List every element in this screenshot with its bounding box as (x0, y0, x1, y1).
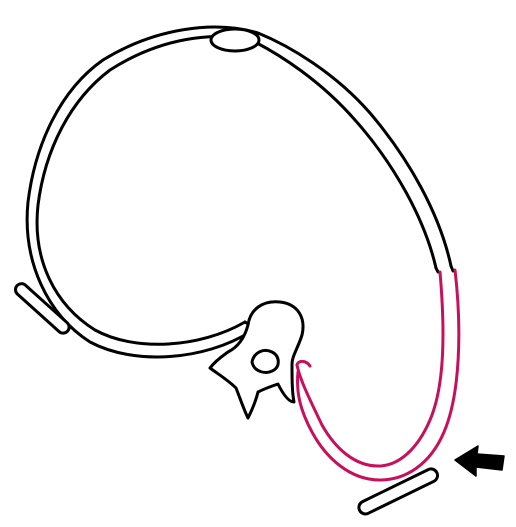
highlighted-segment-outer (295, 270, 445, 468)
pointer-arrow-icon (454, 445, 505, 477)
ring-tube-outer-line (35, 35, 438, 346)
transition-tick-outer (434, 266, 440, 274)
ring-tube (25, 25, 453, 359)
ring-tube-inner-line (25, 25, 453, 359)
vertebra (208, 300, 305, 420)
highlighted-segment-cap (295, 359, 312, 368)
transition-tick-inner (449, 264, 455, 273)
highlighted-segment (295, 268, 461, 482)
left-bar (13, 282, 71, 335)
ring-knot (209, 27, 261, 53)
vertebra-hole (250, 348, 280, 374)
highlighted-segment-inner (296, 268, 461, 482)
bottom-bar (357, 467, 440, 516)
